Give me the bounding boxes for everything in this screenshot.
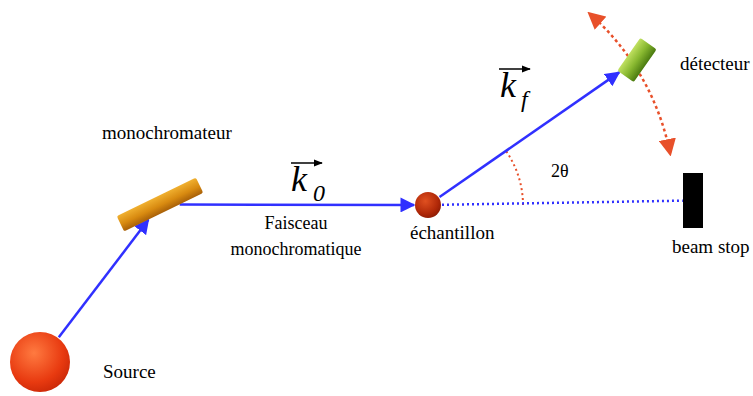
- sample-circle-body: [415, 192, 441, 218]
- beam-stop-body: [683, 173, 703, 228]
- monochromator-crystal-body: [117, 178, 204, 232]
- beam-line: [59, 220, 149, 337]
- beam-line: [440, 72, 620, 197]
- angle-label: 2θ: [551, 162, 569, 181]
- vector-subscript: f: [521, 87, 528, 112]
- node-label: échantillon: [410, 222, 494, 244]
- beam-line: [180, 203, 414, 206]
- node-label: monochromateur: [102, 122, 232, 144]
- monochromator-crystal: monochromateur: [116, 196, 204, 213]
- node-label: détecteur: [680, 53, 750, 75]
- source-circle: Source: [10, 332, 70, 392]
- detector-body: [617, 38, 656, 82]
- vector-subscript: 0: [313, 181, 325, 206]
- beam-label: Faisceau monochromatique: [221, 210, 371, 262]
- beam-line: [442, 201, 683, 205]
- node-label: Source: [103, 361, 156, 383]
- beam-stop: beam stop: [683, 173, 703, 228]
- source-circle-body: [10, 332, 70, 392]
- node-label: beam stop: [672, 236, 750, 258]
- vector-symbol: k: [500, 66, 516, 104]
- detector: détecteur: [617, 50, 657, 70]
- angle-arc: [506, 151, 523, 205]
- sample-circle: échantillon: [415, 192, 441, 218]
- vector-symbol: k: [291, 160, 307, 198]
